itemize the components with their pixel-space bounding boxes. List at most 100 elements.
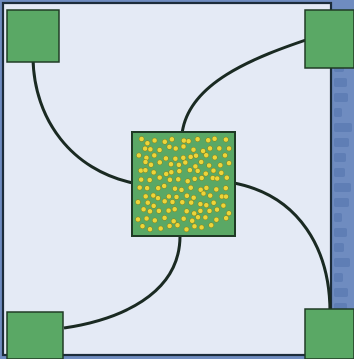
center-dot bbox=[191, 195, 196, 200]
center-dot bbox=[192, 176, 197, 181]
center-dot bbox=[223, 153, 228, 158]
center-dot bbox=[208, 146, 213, 151]
center-dot bbox=[193, 164, 198, 169]
corner-square-bottom-left bbox=[7, 312, 63, 359]
center-dot bbox=[204, 153, 209, 158]
center-dot bbox=[169, 162, 174, 167]
center-dot bbox=[199, 176, 204, 181]
center-dot bbox=[227, 146, 232, 151]
center-dot bbox=[192, 211, 197, 216]
center-dot bbox=[223, 186, 228, 191]
center-dot bbox=[201, 149, 206, 154]
center-dot bbox=[224, 194, 229, 199]
center-dot bbox=[148, 147, 153, 152]
center-dot bbox=[184, 193, 189, 198]
center-dot bbox=[195, 168, 200, 173]
center-dot bbox=[187, 168, 192, 173]
center-dot bbox=[169, 170, 174, 175]
center-dot bbox=[191, 147, 196, 152]
center-dot bbox=[212, 155, 217, 160]
center-dot bbox=[162, 139, 167, 144]
center-dot bbox=[171, 219, 176, 224]
center-dot bbox=[212, 136, 217, 141]
center-dot bbox=[195, 137, 200, 142]
center-dot bbox=[204, 185, 209, 190]
center-dot bbox=[215, 176, 220, 181]
center-dot bbox=[136, 153, 141, 158]
corner-square-bottom-right bbox=[305, 309, 354, 359]
center-dot bbox=[204, 203, 209, 208]
center-dot bbox=[152, 138, 157, 143]
center-dot bbox=[157, 175, 162, 180]
center-dot bbox=[162, 199, 167, 204]
center-dot bbox=[203, 215, 208, 220]
center-dot bbox=[145, 141, 150, 146]
center-dot bbox=[209, 223, 214, 228]
center-dot bbox=[223, 137, 228, 142]
center-dot bbox=[198, 208, 203, 213]
center-dot bbox=[190, 218, 195, 223]
center-dot bbox=[185, 179, 190, 184]
center-dot bbox=[179, 187, 184, 192]
center-dot bbox=[151, 203, 156, 208]
center-dot bbox=[224, 216, 229, 221]
center-dot bbox=[188, 154, 193, 159]
center-dot bbox=[174, 195, 179, 200]
center-dot bbox=[140, 224, 145, 229]
center-dot bbox=[189, 200, 194, 205]
center-dot bbox=[156, 196, 161, 201]
center-dot bbox=[217, 146, 222, 151]
center-dot bbox=[144, 216, 149, 221]
center-dot bbox=[147, 178, 152, 183]
center-dot bbox=[188, 185, 193, 190]
center-dot bbox=[151, 170, 156, 175]
center-dot bbox=[139, 137, 144, 142]
center-dot bbox=[203, 171, 208, 176]
center-dot bbox=[183, 160, 188, 165]
center-dot bbox=[145, 186, 150, 191]
center-dot bbox=[173, 186, 178, 191]
center-dot bbox=[221, 203, 226, 208]
corner-square-top-left bbox=[7, 10, 59, 62]
center-dot bbox=[156, 208, 161, 213]
center-dot bbox=[167, 144, 172, 149]
center-dot bbox=[208, 193, 213, 198]
center-dot bbox=[172, 207, 177, 212]
center-dot bbox=[192, 224, 197, 229]
center-dot bbox=[176, 162, 181, 167]
center-dot bbox=[167, 177, 172, 182]
center-dot bbox=[157, 160, 162, 165]
center-dot bbox=[215, 207, 220, 212]
center-dot bbox=[199, 225, 204, 230]
center-dot bbox=[207, 163, 212, 168]
center-dot bbox=[158, 226, 163, 231]
center-dot bbox=[180, 200, 185, 205]
center-dot bbox=[214, 187, 219, 192]
center-dot bbox=[201, 191, 206, 196]
center-dot bbox=[227, 161, 232, 166]
center-dot bbox=[148, 227, 153, 232]
center-dot bbox=[148, 209, 153, 214]
center-dot bbox=[194, 153, 199, 158]
center-dot bbox=[143, 194, 148, 199]
center-dot bbox=[143, 146, 148, 151]
center-dot bbox=[177, 169, 182, 174]
center-dot bbox=[167, 224, 172, 229]
center-dot bbox=[214, 217, 219, 222]
center-dot bbox=[138, 168, 143, 173]
center-dot bbox=[156, 186, 161, 191]
center-dot bbox=[175, 223, 180, 228]
corner-square-top-right bbox=[305, 10, 354, 68]
center-dot bbox=[170, 200, 175, 205]
center-dot bbox=[152, 218, 157, 223]
center-dot bbox=[181, 138, 186, 143]
center-dot bbox=[184, 209, 189, 214]
center-dot bbox=[211, 200, 216, 205]
center-dot bbox=[173, 156, 178, 161]
center-dot bbox=[184, 227, 189, 232]
center-dot bbox=[226, 211, 231, 216]
center-dot bbox=[141, 207, 146, 212]
center-dot bbox=[151, 193, 156, 198]
center-dot bbox=[207, 208, 212, 213]
